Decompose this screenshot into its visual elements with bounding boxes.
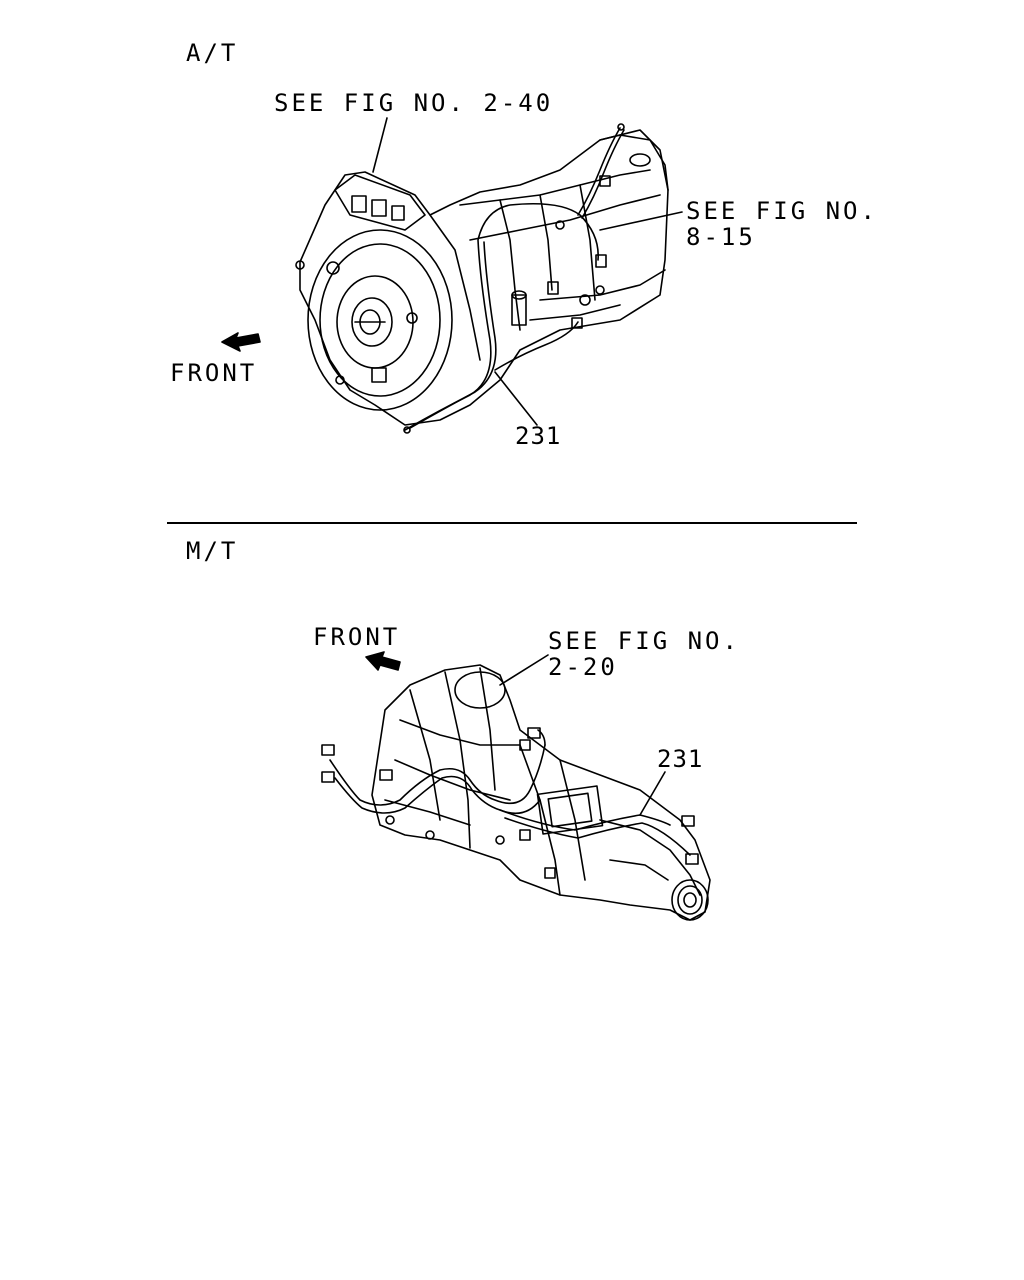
- at-section-heading: A/T: [186, 39, 239, 67]
- mt-front-label: FRONT: [313, 623, 401, 651]
- at-part-number-231: 231: [515, 422, 562, 450]
- mt-callout-fig-2-20: SEE FIG NO. 2-20: [548, 627, 740, 681]
- at-front-label: FRONT: [170, 359, 258, 387]
- mt-front-arrow-icon: [365, 651, 401, 671]
- section-divider: [167, 522, 857, 524]
- mt-leader-lines: [499, 654, 666, 816]
- manual-transmission-illustration: [321, 664, 711, 921]
- at-callout-fig-8-15: SEE FIG NO. 8-15: [686, 197, 878, 251]
- automatic-transmission-illustration: [295, 123, 669, 434]
- at-callout-fig-2-40: SEE FIG NO. 2-40: [274, 89, 554, 117]
- at-leader-lines: [372, 117, 683, 426]
- mt-section-heading: M/T: [186, 537, 239, 565]
- at-front-arrow-icon: [221, 332, 261, 352]
- mt-part-number-231: 231: [657, 745, 704, 773]
